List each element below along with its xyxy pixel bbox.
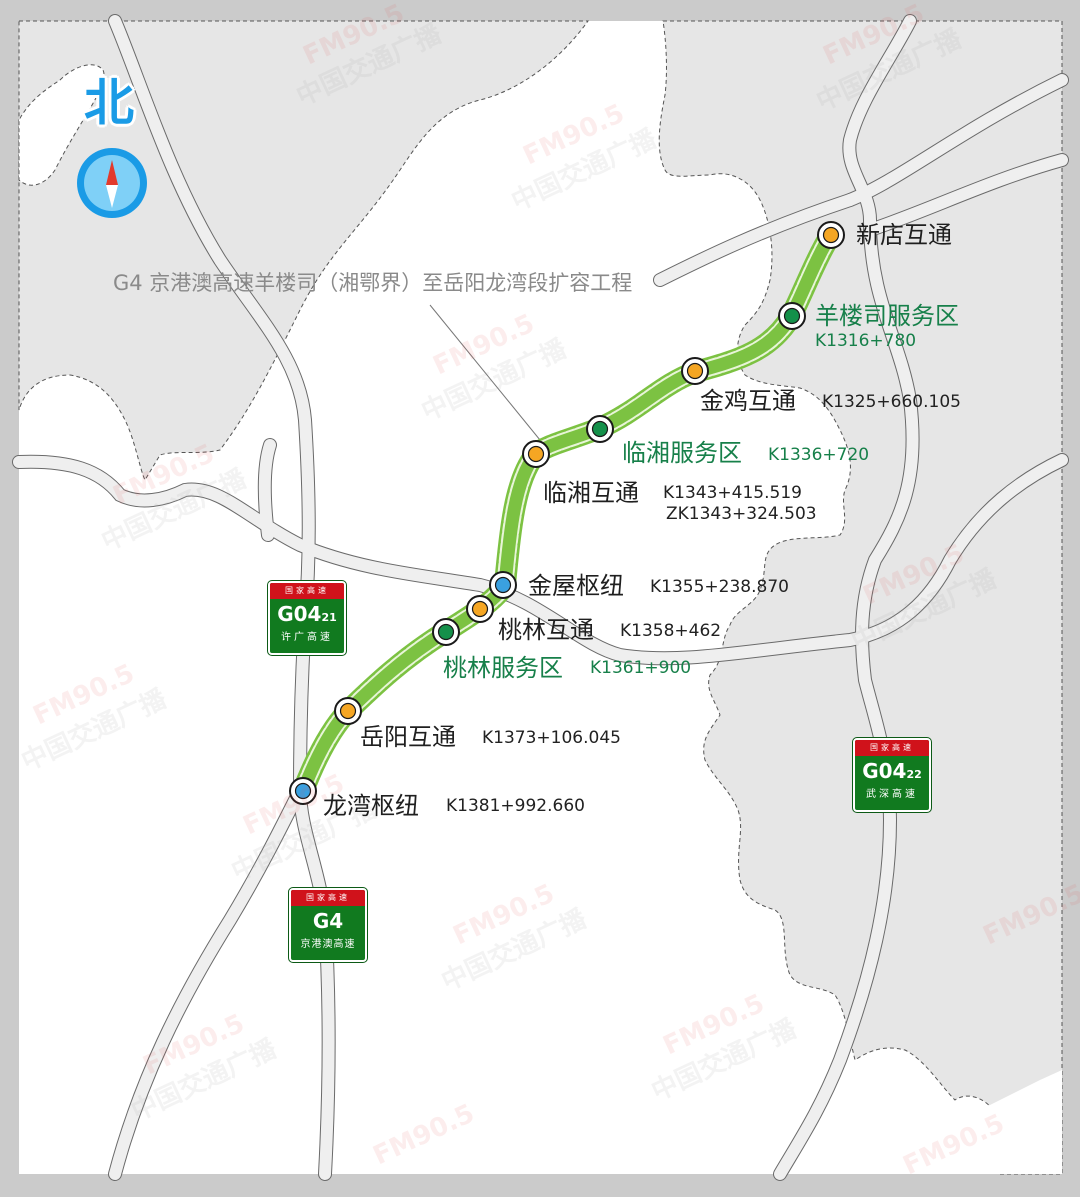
station-name: 龙湾枢纽 bbox=[323, 792, 419, 820]
station-km: K1373+106.045 bbox=[482, 728, 621, 748]
station-km: K1381+992.660 bbox=[446, 796, 585, 816]
marker-xindian-interchange bbox=[817, 221, 845, 249]
station-name: 金鸡互通 bbox=[700, 387, 796, 415]
station-km: K1355+238.870 bbox=[650, 577, 789, 597]
marker-linxiang-interchange bbox=[522, 440, 550, 468]
marker-taolin-service bbox=[432, 618, 460, 646]
station-km: K1361+900 bbox=[590, 658, 692, 678]
station-km: K1316+780 bbox=[815, 331, 917, 351]
marker-longwan-hub bbox=[289, 777, 317, 805]
compass-icon bbox=[77, 148, 147, 218]
highway-sign-g0422: 国家高速 G0422 武深高速 bbox=[852, 737, 932, 813]
highway-sign-g0421: 国家高速 G0421 许广高速 bbox=[267, 580, 347, 656]
station-km: K1343+415.519 bbox=[663, 483, 802, 503]
station-markers bbox=[289, 221, 845, 805]
station-km-secondary: ZK1343+324.503 bbox=[666, 504, 817, 524]
sign-code: G0422 bbox=[862, 759, 922, 783]
north-label: 北 bbox=[84, 74, 134, 132]
sign-name: 京港澳高速 bbox=[300, 939, 356, 950]
station-name: 羊楼司服务区 bbox=[815, 302, 959, 330]
station-km: K1358+462 bbox=[620, 621, 722, 641]
station-name: 金屋枢纽 bbox=[528, 572, 624, 600]
marker-linxiang-service bbox=[586, 415, 614, 443]
marker-taolin-interchange bbox=[466, 595, 494, 623]
marker-jinwu-hub bbox=[489, 571, 517, 599]
title-leader-line bbox=[429, 304, 541, 441]
sign-header: 国家高速 bbox=[291, 890, 365, 906]
station-name: 桃林互通 bbox=[498, 616, 594, 644]
marker-yueyang-interchange bbox=[334, 697, 362, 725]
sign-header: 国家高速 bbox=[855, 740, 929, 756]
sign-code: G0421 bbox=[277, 602, 337, 626]
marker-jinji-interchange bbox=[681, 357, 709, 385]
station-km: K1325+660.105 bbox=[822, 392, 961, 412]
project-title: G4 京港澳高速羊楼司（湘鄂界）至岳阳龙湾段扩容工程 bbox=[113, 271, 633, 295]
station-name: 临湘互通 bbox=[543, 479, 639, 507]
station-name: 桃林服务区 bbox=[443, 654, 563, 682]
station-km: K1336+720 bbox=[768, 445, 870, 465]
highway-sign-g4: 国家高速 G4 京港澳高速 bbox=[288, 887, 368, 963]
station-name: 新店互通 bbox=[856, 221, 952, 249]
sign-name: 武深高速 bbox=[866, 789, 918, 800]
white-island bbox=[18, 64, 105, 186]
sign-name: 许广高速 bbox=[281, 632, 333, 643]
sign-code: G4 bbox=[312, 909, 344, 933]
station-name: 临湘服务区 bbox=[622, 439, 742, 467]
station-name: 岳阳互通 bbox=[360, 723, 456, 751]
sign-header: 国家高速 bbox=[270, 583, 344, 599]
marker-yanglousi-service bbox=[778, 302, 806, 330]
